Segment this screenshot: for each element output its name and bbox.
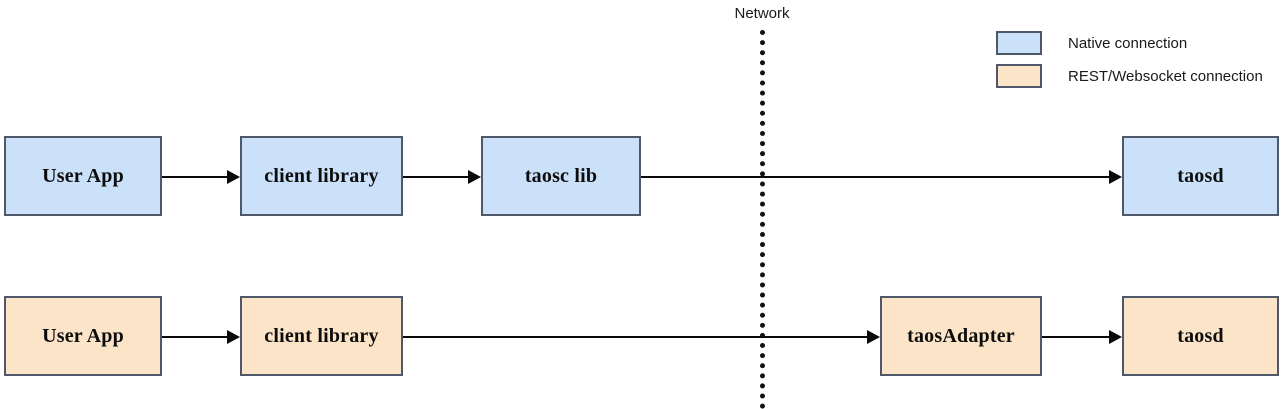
connector-rest-clientlib-to-taosadapter [403, 336, 869, 338]
arrowhead-native-taosclib-to-taosd [1109, 170, 1122, 184]
node-native-taosd-label: taosd [1177, 165, 1224, 187]
network-divider-line [760, 30, 765, 409]
arrowhead-rest-taosadapter-to-taosd [1109, 330, 1122, 344]
connector-native-userapp-to-clientlib [162, 176, 229, 178]
connector-rest-userapp-to-clientlib [162, 336, 229, 338]
arrowhead-rest-userapp-to-clientlib [227, 330, 240, 344]
node-rest-taosd-label: taosd [1177, 325, 1224, 347]
legend-item-rest-connection: REST/Websocket connection [996, 64, 1263, 88]
node-native-taosc-lib[interactable]: taosc lib [481, 136, 641, 216]
node-native-taosd[interactable]: taosd [1122, 136, 1279, 216]
node-native-taosc-lib-label: taosc lib [524, 165, 598, 187]
connector-native-taosclib-to-taosd [641, 176, 1111, 178]
node-rest-client-library[interactable]: client library [240, 296, 403, 376]
network-divider-label: Network [734, 5, 790, 22]
node-rest-client-library-label: client library [264, 325, 379, 347]
arrowhead-native-clientlib-to-taosclib [468, 170, 481, 184]
native-swatch-icon [996, 31, 1042, 55]
node-native-user-app-label: User App [42, 165, 124, 187]
connector-rest-taosadapter-to-taosd [1042, 336, 1111, 338]
legend: Native connection REST/Websocket connect… [996, 31, 1263, 88]
node-rest-taosd[interactable]: taosd [1122, 296, 1279, 376]
rest-swatch-icon [996, 64, 1042, 88]
node-native-client-library-label: client library [264, 165, 379, 187]
legend-label-native-connection: Native connection [1068, 34, 1188, 52]
legend-item-native-connection: Native connection [996, 31, 1263, 55]
node-rest-taos-adapter-label: taosAdapter [907, 325, 1015, 347]
node-rest-user-app-label: User App [42, 325, 124, 347]
node-native-client-library[interactable]: client library [240, 136, 403, 216]
arrowhead-native-userapp-to-clientlib [227, 170, 240, 184]
connector-native-clientlib-to-taosclib [403, 176, 470, 178]
node-native-user-app[interactable]: User App [4, 136, 162, 216]
node-rest-taos-adapter[interactable]: taosAdapter [880, 296, 1042, 376]
arrowhead-rest-clientlib-to-taosadapter [867, 330, 880, 344]
legend-label-rest-connection: REST/Websocket connection [1068, 67, 1263, 85]
node-rest-user-app[interactable]: User App [4, 296, 162, 376]
